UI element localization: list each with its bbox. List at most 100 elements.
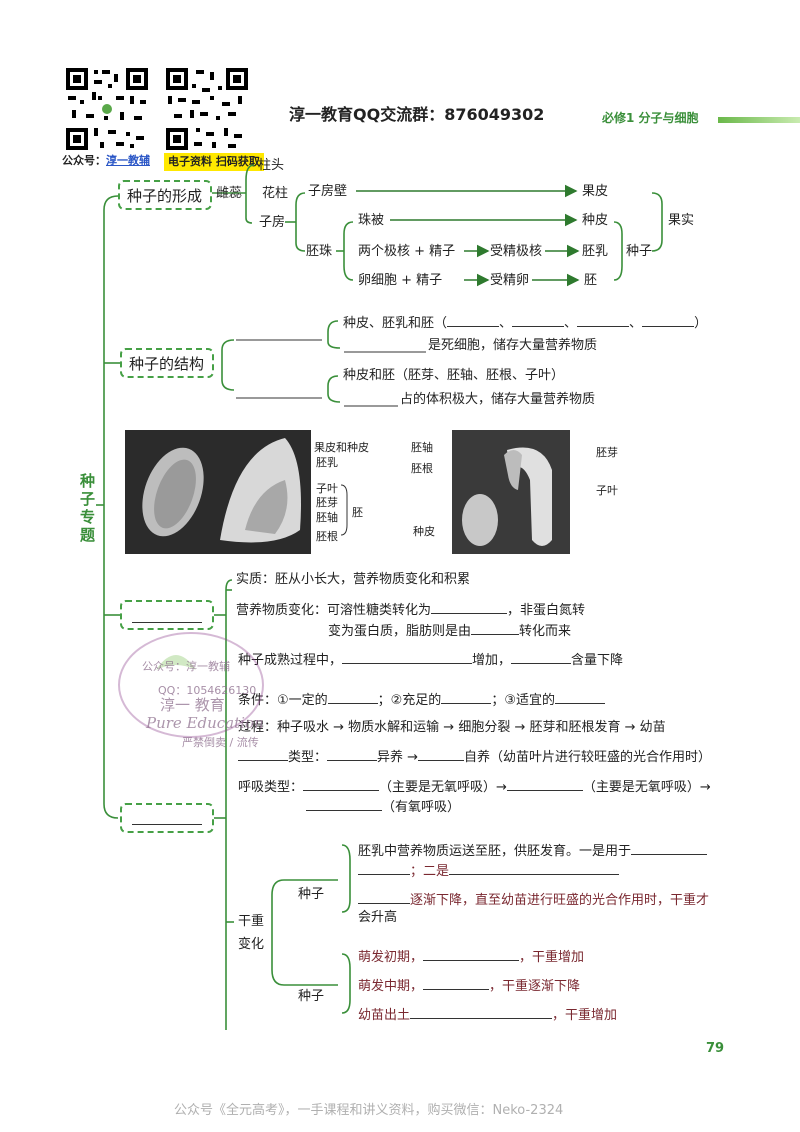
structure-line-3: 种皮和胚（胚芽、胚轴、胚根、子叶） bbox=[343, 368, 565, 383]
label-seed-monocot: 种子 bbox=[298, 989, 325, 1004]
text: 胚乳中营养物质运送至胚，供胚发育。一是用于 bbox=[358, 844, 632, 859]
germ-essence: 实质：胚从小长大，营养物质变化和积累 bbox=[236, 572, 471, 587]
qr-left-caption: 公众号：淳一教辅 bbox=[62, 153, 150, 169]
label-ovary-wall: 子房壁 bbox=[308, 184, 348, 199]
blank bbox=[306, 798, 382, 811]
germ-nutrient-1: 营养物质变化：可溶性糖类转化为 ，非蛋白氮转 bbox=[236, 601, 585, 619]
label-style: 花柱 bbox=[262, 186, 289, 201]
text: 萌发中期， bbox=[358, 979, 424, 994]
text: （主要是无氧呼吸）→ bbox=[379, 780, 507, 795]
label-dry-weight-2: 变化 bbox=[238, 937, 265, 952]
box-seed-formation bbox=[118, 180, 212, 210]
label-pistil: 雌蕊 bbox=[216, 186, 243, 201]
blank bbox=[238, 748, 288, 761]
germ-respiration-1: 呼吸类型：（主要是无氧呼吸）→（主要是无氧呼吸）→ bbox=[238, 778, 711, 796]
germ-conditions: 条件：①一定的；②充足的；③适宜的 bbox=[238, 691, 605, 709]
s1-line-2: ；二是 bbox=[358, 862, 620, 880]
structure-line-1-text: 种皮、胚乳和胚（ bbox=[343, 316, 448, 331]
qr-code-left bbox=[64, 66, 150, 152]
blank bbox=[449, 862, 620, 875]
text: 变为蛋白质，脂肪则是由 bbox=[328, 624, 472, 639]
structure-line-2: 是死细胞，储存大量营养物质 bbox=[428, 338, 598, 353]
s1-line-1: 胚乳中营养物质运送至胚，供胚发育。一是用于 bbox=[358, 842, 708, 860]
label-embryo: 胚 bbox=[584, 273, 598, 288]
label-endosperm: 胚乳 bbox=[582, 244, 609, 259]
s2-line-2: 萌发中期， ，干重逐渐下降 bbox=[358, 977, 580, 995]
separator: 、 bbox=[629, 316, 643, 331]
label-fertilized-polar: 受精极核 bbox=[490, 244, 543, 259]
structure-line-1-end: ） bbox=[694, 316, 708, 331]
box-blank-1-line bbox=[132, 622, 202, 623]
text: ；②充足的 bbox=[377, 693, 442, 708]
text: 转化而来 bbox=[519, 624, 572, 639]
germ-nutrient-2: 变为蛋白质，脂肪则是由 转化而来 bbox=[328, 622, 571, 640]
watermark-public: 公众号：淳一教辅 bbox=[142, 660, 230, 673]
text: 种子成熟过程中， bbox=[238, 653, 343, 668]
blank bbox=[327, 691, 378, 704]
text: ，干重逐渐下降 bbox=[489, 979, 581, 994]
germ-process: 过程：种子吸水 → 物质水解和运输 → 细胞分裂 → 胚芽和胚根发育 → 幼苗 bbox=[238, 720, 666, 735]
qr-left-caption-name: 淳一教辅 bbox=[106, 154, 150, 167]
page-number: 79 bbox=[706, 1041, 725, 1056]
text: 类型： bbox=[288, 750, 328, 765]
blank bbox=[423, 977, 490, 990]
blank bbox=[471, 622, 520, 635]
fig-left-label-0: 果皮和种皮 bbox=[314, 441, 369, 454]
blank bbox=[303, 778, 380, 791]
watermark-brand-en: Pure Education bbox=[146, 714, 264, 732]
watermark-tagline: 严禁倒卖 / 流传 bbox=[182, 736, 259, 749]
fig-right-label-4: 子叶 bbox=[596, 484, 618, 497]
text: ，干重增加 bbox=[519, 950, 585, 965]
structure-line-1: 种皮、胚乳和胚（ 、 、 、 ） bbox=[343, 314, 707, 332]
text: 增加， bbox=[472, 653, 512, 668]
page-title: 淳一教育QQ交流群：876049302 bbox=[289, 105, 545, 124]
blank bbox=[642, 314, 695, 327]
watermark-qq: QQ：1054626130 bbox=[158, 684, 257, 697]
blank bbox=[447, 314, 500, 327]
text: ；③适宜的 bbox=[491, 693, 555, 708]
fig-right-label-2: 种皮 bbox=[413, 525, 435, 538]
text: 逐渐下降，直至幼苗进行旺盛的光合作用时，干重才 bbox=[410, 893, 710, 908]
figure-monocot-seed bbox=[125, 430, 311, 554]
structure-line-4: 占的体积极大，储存大量营养物质 bbox=[400, 392, 596, 407]
blank bbox=[554, 691, 605, 704]
text: 自养（幼苗叶片进行较旺盛的光合作用时） bbox=[464, 750, 712, 765]
header-bar bbox=[718, 117, 800, 123]
fig-left-label-5: 胚根 bbox=[316, 530, 338, 543]
blank bbox=[441, 691, 492, 704]
label-polar-nuclei: 两个极核 + 精子 bbox=[358, 244, 456, 259]
fig-left-label-3: 胚芽 bbox=[316, 496, 338, 509]
label-fruit: 果实 bbox=[668, 213, 695, 228]
label-zygote: 受精卵 bbox=[490, 273, 530, 288]
fig-right-label-3: 胚芽 bbox=[596, 446, 618, 459]
fig-right-label-0: 胚轴 bbox=[411, 441, 433, 454]
label-fruit-peel: 果皮 bbox=[582, 184, 609, 199]
label-stigma: 柱头 bbox=[258, 158, 285, 173]
text: 营养物质变化：可溶性糖类转化为 bbox=[236, 603, 432, 618]
box-seed-formation-label: 种子的形成 bbox=[127, 187, 203, 205]
fig-left-label-2: 子叶 bbox=[316, 482, 338, 495]
label-seed-dicot: 种子 bbox=[298, 887, 325, 902]
label-seed: 种子 bbox=[626, 244, 653, 259]
box-seed-structure-label: 种子的结构 bbox=[129, 355, 205, 373]
text: （有氧呼吸） bbox=[382, 800, 461, 815]
separator: 、 bbox=[499, 316, 513, 331]
label-ovule: 胚珠 bbox=[306, 244, 333, 259]
blank bbox=[423, 948, 520, 961]
text: ；二是 bbox=[410, 864, 450, 879]
qr-right-caption: 电子资料 扫码获取 bbox=[164, 153, 264, 171]
germ-respiration-2: （有氧呼吸） bbox=[306, 798, 460, 816]
figure-dicot-seed bbox=[452, 430, 570, 554]
blank bbox=[418, 748, 465, 761]
footer-note: 公众号《全元高考》，一手课程和讲义资料，购买微信：Neko-2324 bbox=[174, 1103, 564, 1118]
text: 幼苗出土 bbox=[358, 1008, 411, 1023]
qr-code-right bbox=[164, 66, 250, 152]
separator: 、 bbox=[564, 316, 578, 331]
fig-left-label-4: 胚轴 bbox=[316, 511, 338, 524]
s1-line-4: 会升高 bbox=[358, 910, 398, 925]
box-blank-2-line bbox=[132, 824, 202, 825]
s2-line-1: 萌发初期，，干重增加 bbox=[358, 948, 584, 966]
blank bbox=[431, 601, 508, 614]
text: ，非蛋白氮转 bbox=[507, 603, 586, 618]
